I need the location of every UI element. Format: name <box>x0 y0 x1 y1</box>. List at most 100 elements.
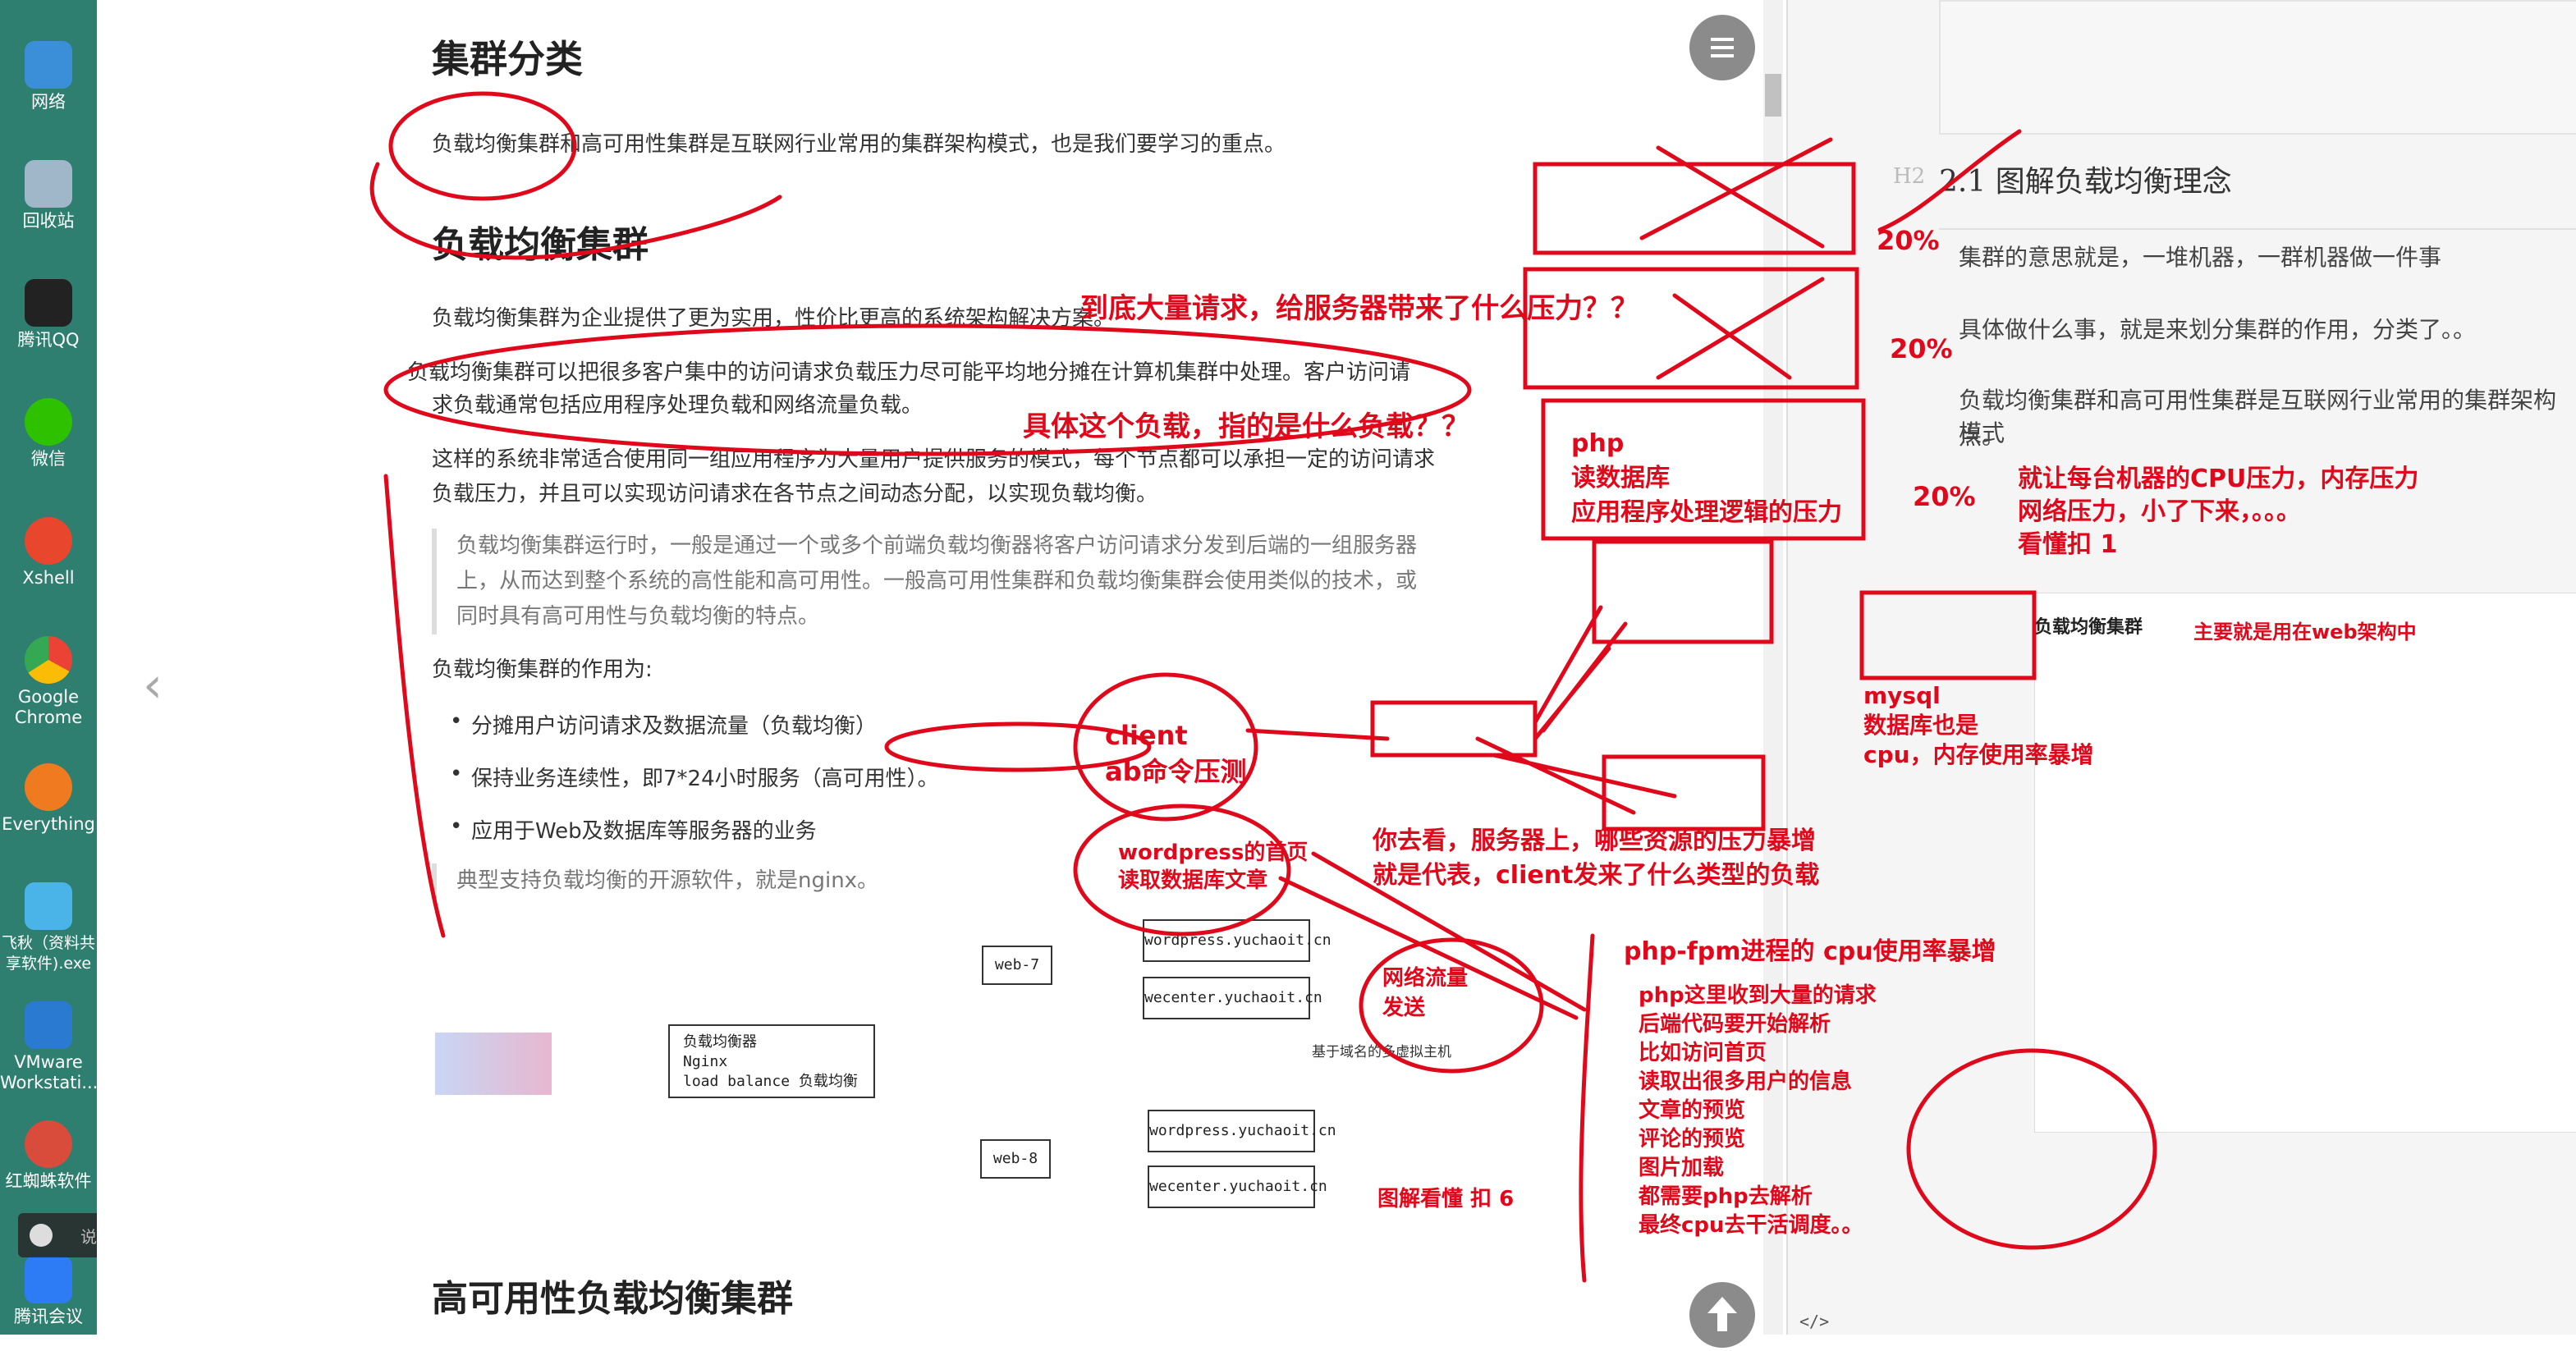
annotation-line: php <box>1571 429 1625 458</box>
toc-menu-button[interactable] <box>1689 15 1755 80</box>
annotation-diagram-note: 图解看懂 扣 6 <box>1377 1187 1515 1211</box>
desktop-icon-meeting[interactable]: 腾讯会议 <box>0 1256 97 1327</box>
annotation-line: 后端代码要开始解析 <box>1639 1012 1831 1037</box>
code-toggle-icon[interactable]: </> <box>1799 1312 1830 1331</box>
annotation-line: ab命令压测 <box>1105 756 1247 787</box>
host-box: wecenter.yuchaoit.cn <box>1148 1166 1327 1208</box>
annotation-line: mysql <box>1863 682 1941 709</box>
pane-line-3: 负载均衡集群和高可用性集群是互联网行业常用的集群架构模式 <box>1959 387 2557 447</box>
annotation-line: 发送 <box>1382 996 1426 1020</box>
pane-line-1: 集群的意思就是，一堆机器，一群机器做一件事 <box>1959 244 2442 271</box>
desktop-icon-everything[interactable]: Everything <box>0 763 97 835</box>
lb-nginx: Nginx <box>683 1053 728 1070</box>
web7-box: web-7 <box>982 946 1052 985</box>
heading-cluster-category: 集群分类 <box>432 37 583 81</box>
heading-ha: 高可用性负载均衡集群 <box>432 1278 793 1320</box>
spider-icon <box>25 1120 72 1168</box>
tencent-meeting-icon <box>25 1256 72 1303</box>
annotation-line: php这里收到大量的请求 <box>1639 983 1877 1008</box>
scrollbar-thumb[interactable] <box>1765 74 1781 117</box>
annotation-line: 读数据库 <box>1571 464 1670 492</box>
annotation-wordpress: wordpress的首页 读取数据库文章 <box>1118 839 1308 895</box>
desktop-icon-wechat[interactable]: 微信 <box>0 398 97 469</box>
list-item: 保持业务连续性，即7*24小时服务（高可用性）。 <box>450 762 939 792</box>
annotation-line: wordpress的首页 <box>1118 840 1309 865</box>
host-box: wordpress.yuchaoit.cn <box>1148 1110 1336 1152</box>
annotation-fpm-title: php-fpm进程的 cpu使用率暴增 <box>1624 937 1996 966</box>
lb-label: 负载均衡器 <box>683 1033 757 1051</box>
list-item: 分摊用户访问请求及数据流量（负载均衡） <box>450 709 877 740</box>
desktop-icon-feiqiu[interactable]: 飞秋（资料共享软件).exe <box>0 882 97 974</box>
paragraph-2b: 求负载通常包括应用程序处理负载和网络流量负载。 <box>432 393 924 418</box>
list-item: 应用于Web及数据库等服务器的业务 <box>450 814 817 845</box>
desktop-icon-spider[interactable]: 红蜘蛛软件 <box>0 1120 97 1192</box>
annotation-line: client <box>1105 720 1188 751</box>
document-view: 集群分类 负载均衡集群和高可用性集群是互联网行业常用的集群架构模式，也是我们要学… <box>97 0 1786 1348</box>
annotation-load-question: 具体这个负载，指的是什么负载？？ <box>1023 410 1469 443</box>
annotation-line: 就让每台机器的CPU压力，内存压力 <box>2018 465 2419 493</box>
heading-lb-cluster: 负载均衡集群 <box>432 224 649 266</box>
thumb-title: 负载均衡集群 <box>2034 617 2143 638</box>
annotation-line: 网络流量 <box>1382 966 1469 991</box>
desktop-icon-qq[interactable]: 腾讯QQ <box>0 279 97 350</box>
web8-box: web-8 <box>980 1139 1051 1179</box>
editor-pane: H2 2.1 图解负载均衡理念 集群的意思就是，一堆机器，一群机器做一件事 具体… <box>1786 0 2576 1335</box>
annotation-line: 网络压力，小了下来，。。。 <box>2018 497 2301 526</box>
annotation-line: 读取数据库文章 <box>1118 868 1268 893</box>
chrome-icon <box>25 636 72 684</box>
vhost-note: 基于域名的多虚拟主机 <box>1312 1044 1451 1060</box>
desktop-icon-vmware[interactable]: VMware Workstati... <box>0 1001 98 1093</box>
annotation-php: php 读数据库 应用程序处理逻辑的压力 <box>1571 427 1842 530</box>
qq-icon <box>25 279 72 327</box>
annotation-line: 最终cpu去干活调度。。 <box>1639 1213 1863 1238</box>
annotation-line: 你去看，服务器上，哪些资源的压力暴增 <box>1373 827 1816 855</box>
pane-heading: 2.1 图解负载均衡理念 <box>1939 165 2232 199</box>
annotation-line: cpu，内存使用率暴增 <box>1863 741 2094 768</box>
emoji-icon[interactable] <box>30 1224 53 1247</box>
desktop-icon-network[interactable]: 网络 <box>0 41 97 112</box>
quote-line-2: 上，从而达到整个系统的高性能和高可用性。一般高可用性集群和负载均衡集群会使用类似… <box>456 569 1418 593</box>
speaker-photo <box>435 1033 552 1095</box>
annotation-cpu: 就让每台机器的CPU压力，内存压力 网络压力，小了下来，。。。 看懂扣 1 <box>2018 463 2418 561</box>
annotation-line: 文章的预览 <box>1639 1098 1746 1123</box>
desktop-icon-xshell[interactable]: Xshell <box>0 517 97 588</box>
annotation-line: 数据库也是 <box>1863 712 1979 739</box>
desktop-icon-chrome[interactable]: Google Chrome <box>0 636 97 728</box>
annotation-network: 网络流量 发送 <box>1382 964 1468 1023</box>
host-box: wecenter.yuchaoit.cn <box>1143 977 1322 1019</box>
pane-line-2: 具体做什么事，就是来划分集群的作用，分类了。。 <box>1959 316 2477 343</box>
annotation-client: client ab命令压测 <box>1105 717 1247 790</box>
prev-page-chevron-icon[interactable]: ‹ <box>143 657 163 714</box>
paragraph-2a: 负载均衡集群可以把很多客户集中的访问请求负载压力尽可能平均地分摊在计算机集群中处… <box>407 360 1411 385</box>
blockquote: 负载均衡集群运行时，一般是通过一个或多个前端负载均衡器将客户访问请求分发到后端的… <box>432 529 1417 634</box>
annotation-see: 你去看，服务器上，哪些资源的压力暴增 就是代表，client发来了什么类型的负载 <box>1373 824 1819 893</box>
network-icon <box>25 41 72 89</box>
menu-icon <box>1711 38 1734 57</box>
annotation-pct-3: 20% <box>1913 481 1976 512</box>
annotation-line: 都需要php去解析 <box>1639 1184 1813 1209</box>
quote-line-1: 负载均衡集群运行时，一般是通过一个或多个前端负载均衡器将客户访问请求分发到后端的… <box>456 534 1418 558</box>
annotation-line: 图片加载 <box>1639 1156 1725 1180</box>
recycle-bin-icon <box>25 160 72 208</box>
paragraph-3a: 这样的系统非常适合使用同一组应用程序为大量用户提供服务的模式，每个节点都可以承担… <box>432 447 1436 472</box>
intro-paragraph: 负载均衡集群和高可用性集群是互联网行业常用的集群架构模式，也是我们要学习的重点。 <box>432 132 1286 157</box>
xshell-icon <box>25 517 72 565</box>
annotation-pct-1: 20% <box>1877 225 1940 256</box>
annotation-line: 读取出很多用户的信息 <box>1639 1069 1853 1094</box>
desktop-icon-recycle[interactable]: 回收站 <box>0 160 97 231</box>
vmware-icon <box>25 1001 72 1049</box>
pane-line-4: 点。 <box>1959 423 2005 450</box>
host-box: wordpress.yuchaoit.cn <box>1143 919 1332 962</box>
divider <box>1939 228 2576 230</box>
annotation-line: 应用程序处理逻辑的压力 <box>1571 498 1842 527</box>
back-to-top-button[interactable] <box>1689 1282 1755 1348</box>
annotation-line: 看懂扣 1 <box>2018 530 2118 559</box>
roles-title: 负载均衡集群的作用为: <box>432 657 653 682</box>
annotation-pct-2: 20% <box>1890 333 1953 364</box>
h2-tag: H2 <box>1893 164 1926 189</box>
arrow-up-icon <box>1707 1297 1737 1331</box>
annotation-fpm: php这里收到大量的请求 后端代码要开始解析 比如访问首页 读取出很多用户的信息… <box>1639 982 1877 1240</box>
lb-balance: load balance 负载均衡 <box>683 1073 858 1090</box>
code-block-top <box>1939 0 2576 135</box>
paragraph-1: 负载均衡集群为企业提供了更为实用，性价比更高的系统架构解决方案。 <box>432 306 1116 331</box>
